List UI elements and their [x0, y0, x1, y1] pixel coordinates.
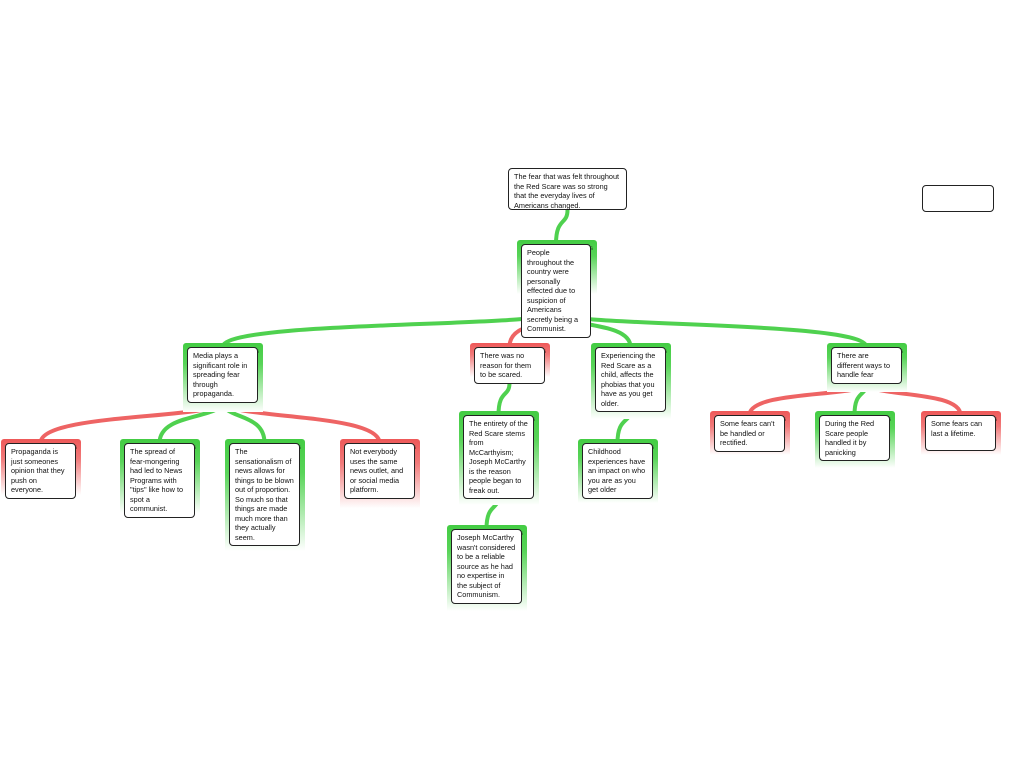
claim-node-n7[interactable]: The spread of fear-mongering had led to … — [124, 443, 195, 518]
claim-node-n2[interactable]: Media plays a significant role in spread… — [187, 347, 258, 403]
claim-node-n9[interactable]: Not everybody uses the same news outlet,… — [344, 443, 415, 499]
supports-connector — [554, 310, 869, 349]
supports-connector — [554, 208, 570, 246]
supports-connector — [496, 381, 512, 417]
claim-node-n4[interactable]: Experiencing the Red Scare as a child, a… — [595, 347, 666, 412]
claim-node-n15[interactable]: Some fears can last a lifetime. — [925, 415, 996, 451]
claim-node-n8[interactable]: The sensationalism of news allows for th… — [229, 443, 300, 546]
claim-node-n5[interactable]: There are different ways to handle fear — [831, 347, 902, 384]
claim-node-n14[interactable]: During the Red Scare people handled it b… — [819, 415, 890, 461]
claim-node-n3[interactable]: There was no reason for them to be scare… — [474, 347, 545, 384]
claim-node-n1[interactable]: People throughout the country were perso… — [521, 244, 591, 338]
claim-node-n11[interactable]: Joseph McCarthy wasn't considered to be … — [451, 529, 522, 604]
root-claim[interactable]: The fear that was felt throughout the Re… — [508, 168, 627, 210]
claim-node-n10[interactable]: The entirety of the Red Scare stems from… — [463, 415, 534, 499]
claim-node-n13[interactable]: Some fears can't be handled or rectified… — [714, 415, 785, 452]
supports-connector — [220, 310, 558, 349]
empty-text-box[interactable] — [922, 185, 994, 212]
claim-node-n6[interactable]: Propaganda is just someones opinion that… — [5, 443, 76, 499]
claim-node-n12[interactable]: Childhood experiences have an impact on … — [582, 443, 653, 499]
